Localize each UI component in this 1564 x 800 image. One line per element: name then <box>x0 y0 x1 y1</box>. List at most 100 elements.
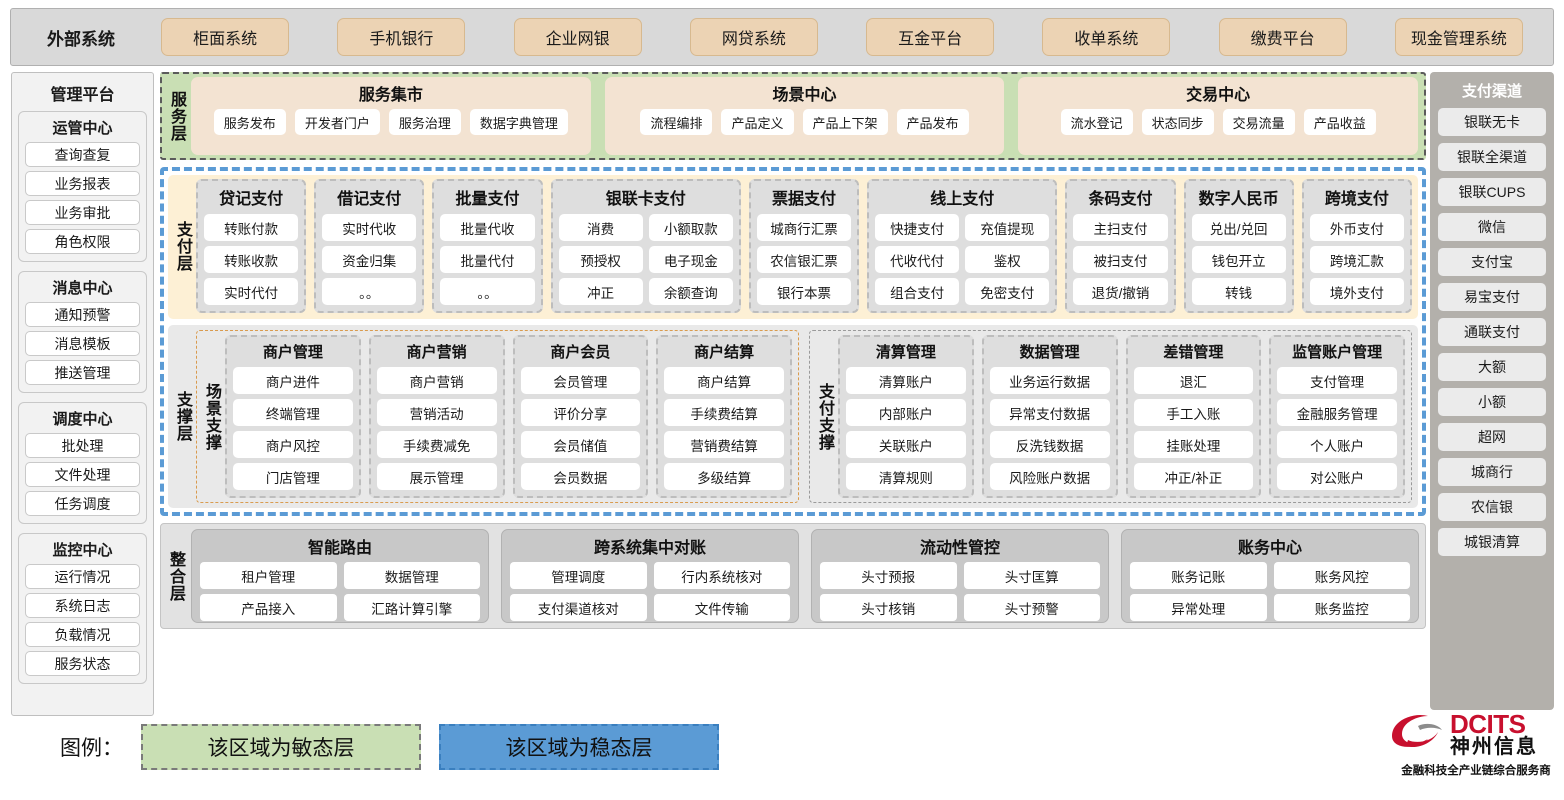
integration-cell[interactable]: 头寸匡算 <box>964 562 1101 589</box>
payment-cell[interactable]: 跨境汇款 <box>1310 246 1404 273</box>
service-chip[interactable]: 服务治理 <box>389 109 461 135</box>
payment-cell[interactable]: 鉴权 <box>965 246 1049 273</box>
service-chip[interactable]: 产品定义 <box>721 109 793 135</box>
support-cell[interactable]: 营销活动 <box>377 399 497 426</box>
management-item[interactable]: 系统日志 <box>25 593 140 618</box>
support-cell[interactable]: 展示管理 <box>377 463 497 490</box>
external-system-chip[interactable]: 现金管理系统 <box>1395 18 1523 56</box>
management-item[interactable]: 通知预警 <box>25 302 140 327</box>
support-cell[interactable]: 评价分享 <box>521 399 641 426</box>
payment-cell[interactable]: 余额查询 <box>649 278 733 305</box>
management-item[interactable]: 业务审批 <box>25 200 140 225</box>
integration-cell[interactable]: 产品接入 <box>200 594 337 621</box>
support-cell[interactable]: 营销费结算 <box>664 431 784 458</box>
support-cell[interactable]: 支付管理 <box>1277 367 1397 394</box>
payment-channel-item[interactable]: 大额 <box>1438 353 1546 381</box>
payment-channel-item[interactable]: 城商行 <box>1438 458 1546 486</box>
external-system-chip[interactable]: 手机银行 <box>337 18 465 56</box>
integration-cell[interactable]: 账务风控 <box>1274 562 1411 589</box>
support-cell[interactable]: 商户风控 <box>233 431 353 458</box>
payment-cell[interactable]: 充值提现 <box>965 214 1049 241</box>
support-cell[interactable]: 异常支付数据 <box>990 399 1110 426</box>
support-cell[interactable]: 商户结算 <box>664 367 784 394</box>
management-item[interactable]: 负载情况 <box>25 622 140 647</box>
support-cell[interactable]: 手工入账 <box>1134 399 1254 426</box>
support-cell[interactable]: 退汇 <box>1134 367 1254 394</box>
support-cell[interactable]: 个人账户 <box>1277 431 1397 458</box>
support-cell[interactable]: 商户营销 <box>377 367 497 394</box>
service-chip[interactable]: 状态同步 <box>1142 109 1214 135</box>
management-item[interactable]: 服务状态 <box>25 651 140 676</box>
payment-cell[interactable]: 转钱 <box>1192 278 1286 305</box>
service-chip[interactable]: 流水登记 <box>1061 109 1133 135</box>
support-cell[interactable]: 反洗钱数据 <box>990 431 1110 458</box>
management-item[interactable]: 文件处理 <box>25 462 140 487</box>
payment-cell[interactable]: 批量代收 <box>440 214 534 241</box>
management-item[interactable]: 查询查复 <box>25 142 140 167</box>
payment-channel-item[interactable]: 易宝支付 <box>1438 283 1546 311</box>
payment-cell[interactable]: 代收代付 <box>875 246 959 273</box>
payment-channel-item[interactable]: 农信银 <box>1438 493 1546 521</box>
support-cell[interactable]: 内部账户 <box>846 399 966 426</box>
integration-cell[interactable]: 行内系统核对 <box>654 562 791 589</box>
payment-channel-item[interactable]: 支付宝 <box>1438 248 1546 276</box>
support-cell[interactable]: 会员储值 <box>521 431 641 458</box>
payment-cell[interactable]: 组合支付 <box>875 278 959 305</box>
management-item[interactable]: 消息模板 <box>25 331 140 356</box>
payment-cell[interactable]: 实时代付 <box>204 278 298 305</box>
integration-cell[interactable]: 文件传输 <box>654 594 791 621</box>
external-system-chip[interactable]: 缴费平台 <box>1219 18 1347 56</box>
integration-cell[interactable]: 账务监控 <box>1274 594 1411 621</box>
payment-channel-item[interactable]: 城银清算 <box>1438 528 1546 556</box>
payment-cell[interactable]: 城商行汇票 <box>757 214 851 241</box>
payment-cell[interactable]: 快捷支付 <box>875 214 959 241</box>
payment-cell[interactable]: 农信银汇票 <box>757 246 851 273</box>
service-chip[interactable]: 数据字典管理 <box>470 109 568 135</box>
payment-cell[interactable]: 电子现金 <box>649 246 733 273</box>
support-cell[interactable]: 商户进件 <box>233 367 353 394</box>
support-cell[interactable]: 金融服务管理 <box>1277 399 1397 426</box>
integration-cell[interactable]: 支付渠道核对 <box>510 594 647 621</box>
payment-cell[interactable]: 钱包开立 <box>1192 246 1286 273</box>
payment-cell[interactable]: 转账付款 <box>204 214 298 241</box>
payment-channel-item[interactable]: 银联无卡 <box>1438 108 1546 136</box>
payment-channel-item[interactable]: 通联支付 <box>1438 318 1546 346</box>
integration-cell[interactable]: 汇路计算引擎 <box>344 594 481 621</box>
payment-channel-item[interactable]: 超网 <box>1438 423 1546 451</box>
support-cell[interactable]: 对公账户 <box>1277 463 1397 490</box>
payment-channel-item[interactable]: 小额 <box>1438 388 1546 416</box>
management-item[interactable]: 运行情况 <box>25 564 140 589</box>
integration-cell[interactable]: 管理调度 <box>510 562 647 589</box>
payment-channel-item[interactable]: 银联全渠道 <box>1438 143 1546 171</box>
service-chip[interactable]: 产品发布 <box>897 109 969 135</box>
service-chip[interactable]: 开发者门户 <box>295 109 380 135</box>
integration-cell[interactable]: 租户管理 <box>200 562 337 589</box>
management-item[interactable]: 推送管理 <box>25 360 140 385</box>
payment-cell[interactable]: 资金归集 <box>322 246 416 273</box>
external-system-chip[interactable]: 企业网银 <box>514 18 642 56</box>
support-cell[interactable]: 清算账户 <box>846 367 966 394</box>
payment-cell[interactable]: 小额取款 <box>649 214 733 241</box>
payment-cell[interactable]: 。。 <box>440 278 534 305</box>
payment-cell[interactable]: 免密支付 <box>965 278 1049 305</box>
external-system-chip[interactable]: 收单系统 <box>1042 18 1170 56</box>
management-item[interactable]: 角色权限 <box>25 229 140 254</box>
payment-cell[interactable]: 退货/撤销 <box>1073 278 1167 305</box>
support-cell[interactable]: 手续费减免 <box>377 431 497 458</box>
external-system-chip[interactable]: 互金平台 <box>866 18 994 56</box>
payment-cell[interactable]: 消费 <box>559 214 643 241</box>
support-cell[interactable]: 会员管理 <box>521 367 641 394</box>
service-chip[interactable]: 流程编排 <box>640 109 712 135</box>
payment-cell[interactable]: 实时代收 <box>322 214 416 241</box>
management-item[interactable]: 业务报表 <box>25 171 140 196</box>
external-system-chip[interactable]: 柜面系统 <box>161 18 289 56</box>
support-cell[interactable]: 关联账户 <box>846 431 966 458</box>
integration-cell[interactable]: 头寸预报 <box>820 562 957 589</box>
payment-cell[interactable]: 主扫支付 <box>1073 214 1167 241</box>
support-cell[interactable]: 风险账户数据 <box>990 463 1110 490</box>
management-item[interactable]: 批处理 <box>25 433 140 458</box>
payment-channel-item[interactable]: 微信 <box>1438 213 1546 241</box>
payment-cell[interactable]: 外币支付 <box>1310 214 1404 241</box>
integration-cell[interactable]: 异常处理 <box>1130 594 1267 621</box>
payment-cell[interactable]: 兑出/兑回 <box>1192 214 1286 241</box>
